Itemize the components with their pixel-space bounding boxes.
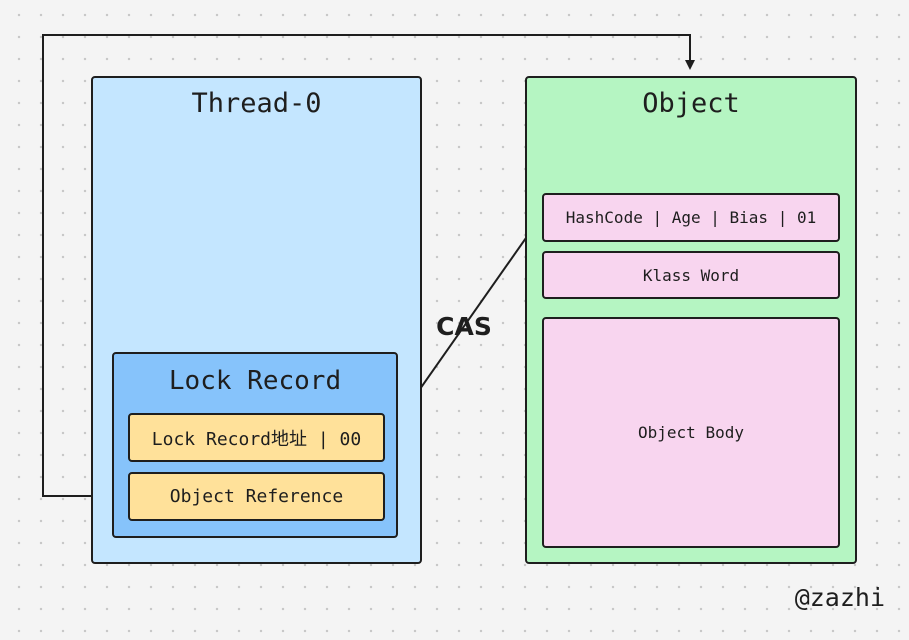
object-reference-field: Object Reference bbox=[128, 472, 385, 521]
lock-record-address-field: Lock Record地址 | 00 bbox=[128, 413, 385, 462]
cas-label: CAS bbox=[436, 312, 492, 341]
object-title: Object bbox=[642, 88, 740, 119]
author-watermark: @zazhi bbox=[794, 583, 885, 612]
klass-word-field: Klass Word bbox=[542, 251, 840, 299]
mark-word-field: HashCode | Age | Bias | 01 bbox=[542, 193, 840, 242]
thread-title: Thread-0 bbox=[191, 88, 322, 119]
lock-record-title: Lock Record bbox=[168, 366, 342, 396]
object-body-field: Object Body bbox=[542, 317, 840, 548]
